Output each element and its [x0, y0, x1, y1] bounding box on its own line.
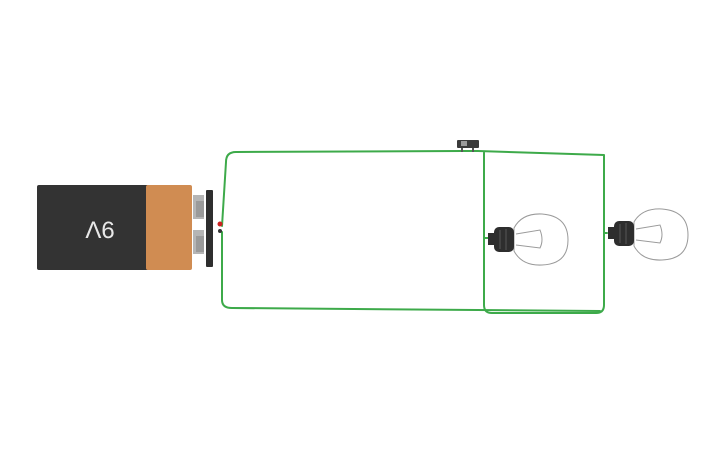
switch-slider[interactable]: [461, 141, 467, 146]
battery-connector-clip: [206, 190, 213, 267]
switch-base: [457, 140, 479, 148]
bulb-2-base: [614, 221, 634, 246]
wires: [221, 150, 608, 314]
battery-terminal-bottom-shade: [196, 236, 204, 252]
bulb-2-socket: [608, 227, 615, 239]
battery-9v[interactable]: 9V: [37, 185, 223, 270]
switch-pin-left: [461, 148, 463, 152]
bulb-1-filament: [515, 229, 543, 249]
bulb-2-filament: [635, 224, 663, 244]
bulb-2-glass: [633, 208, 689, 261]
bulb-1-glass: [513, 213, 569, 266]
switch-pin-right: [472, 148, 474, 152]
bulb-1-base: [494, 227, 514, 252]
wire-bottom[interactable]: [221, 231, 601, 312]
battery-terminal-negative[interactable]: [218, 229, 222, 233]
bulb-1-socket: [488, 233, 495, 245]
wire-top[interactable]: [221, 150, 605, 314]
battery-terminal-positive[interactable]: [217, 221, 223, 227]
switch[interactable]: [457, 140, 479, 152]
light-bulb-2[interactable]: [608, 208, 689, 261]
battery-body: [37, 185, 149, 270]
light-bulb-1[interactable]: [488, 213, 569, 266]
battery-band: [146, 185, 192, 270]
battery-terminal-top-shade: [196, 201, 204, 217]
battery-label: 9V: [85, 216, 114, 243]
